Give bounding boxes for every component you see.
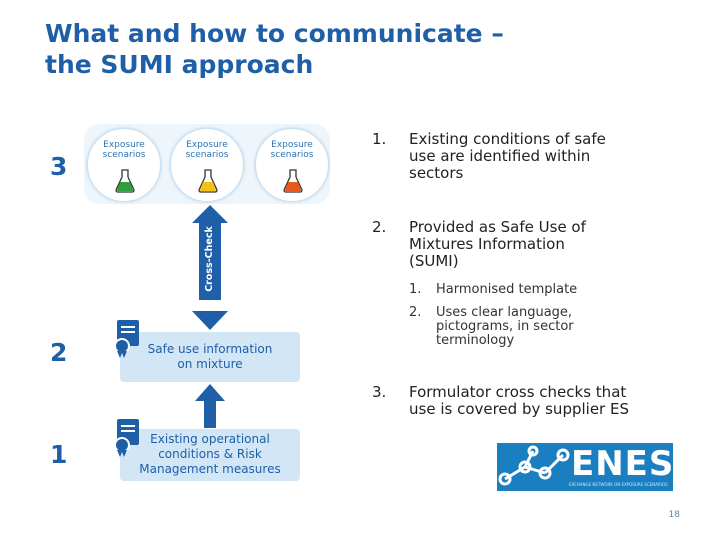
list-item-1-text: Existing conditions of safe use are iden… [409, 131, 679, 182]
title-line-1: What and how to communicate – [45, 19, 504, 48]
list-item-2-line-3: (SUMI) [409, 252, 459, 270]
enes-logo-tagline: EXCHANGE NETWORK ON EXPOSURE SCENARIOS [569, 482, 668, 487]
exposure-scenario-2: Exposure scenarios [170, 128, 244, 202]
exposure-scenario-2-line1: Exposure [186, 140, 228, 150]
list-item-2-number: 2. [372, 218, 387, 236]
sub-list-item-2-line-3: terminology [436, 333, 515, 348]
list-item-1-line-3: sectors [409, 164, 464, 182]
cross-check-label: Cross-Check [204, 226, 215, 292]
exposure-scenario-1-line1: Exposure [103, 140, 145, 150]
exposure-scenario-3-line1: Exposure [271, 140, 313, 150]
sub-list-item-2-text: Uses clear language, pictograms, in sect… [436, 306, 636, 348]
cross-check-arrow-icon [192, 205, 228, 330]
list-item-1-line-2: use are identified within [409, 147, 591, 165]
list-item-2-line-2: Mixtures Information [409, 235, 565, 253]
list-item-3-line-2: use is covered by supplier ES [409, 400, 629, 418]
safe-use-line-1: Safe use information [147, 342, 273, 356]
list-item-2-text: Provided as Safe Use of Mixtures Informa… [409, 219, 679, 270]
exposure-scenario-2-line2: scenarios [185, 150, 229, 160]
list-item-3-line-1: Formulator cross checks that [409, 383, 627, 401]
step-number-2: 2 [50, 338, 68, 367]
existing-conditions-box: Existing operational conditions & Risk M… [120, 429, 300, 481]
step-number-3: 3 [50, 152, 68, 181]
yellow-flask-icon [198, 169, 218, 193]
sub-list-item-1-line-1: Harmonised template [436, 282, 578, 297]
certificate-icon [114, 320, 139, 358]
page-number: 18 [668, 510, 680, 520]
exposure-scenario-1: Exposure scenarios [87, 128, 161, 202]
cross-check-bar [199, 220, 221, 300]
existing-line-3: Management measures [139, 462, 281, 476]
sub-list-item-1-number: 1. [409, 282, 422, 297]
list-item-2-line-1: Provided as Safe Use of [409, 218, 586, 236]
list-item-1-line-1: Existing conditions of safe [409, 130, 606, 148]
list-item-3-text: Formulator cross checks that use is cove… [409, 384, 679, 418]
exposure-scenario-3-label: Exposure scenarios [256, 140, 328, 160]
enes-logo-text: ENES [571, 444, 675, 484]
exposure-scenario-1-label: Exposure scenarios [88, 140, 160, 160]
enes-logo: ENES EXCHANGE NETWORK ON EXPOSURE SCENAR… [497, 443, 673, 491]
green-flask-icon [115, 169, 135, 193]
sub-list-item-2-number: 2. [409, 305, 422, 320]
up-arrow-icon [195, 384, 225, 428]
sub-list-item-2-line-1: Uses clear language, [436, 305, 573, 320]
exposure-scenario-2-label: Exposure scenarios [171, 140, 243, 160]
slide-title: What and how to communicate – the SUMI a… [45, 18, 645, 80]
safe-use-information-box: Safe use information on mixture [120, 332, 300, 382]
safe-use-line-2: on mixture [177, 357, 243, 371]
exposure-scenario-3-line2: scenarios [270, 150, 314, 160]
network-icon [498, 445, 570, 486]
existing-line-2: conditions & Risk [158, 447, 262, 461]
exposure-scenario-1-line2: scenarios [102, 150, 146, 160]
sub-list-item-2-line-2: pictograms, in sector [436, 319, 574, 334]
title-line-2: the SUMI approach [45, 50, 314, 79]
list-item-1-number: 1. [372, 130, 387, 148]
list-item-3-number: 3. [372, 383, 387, 401]
orange-flask-icon [283, 169, 303, 193]
step-number-1: 1 [50, 440, 68, 469]
existing-line-1: Existing operational [150, 432, 270, 446]
exposure-scenario-3: Exposure scenarios [255, 128, 329, 202]
certificate-icon [114, 419, 139, 457]
